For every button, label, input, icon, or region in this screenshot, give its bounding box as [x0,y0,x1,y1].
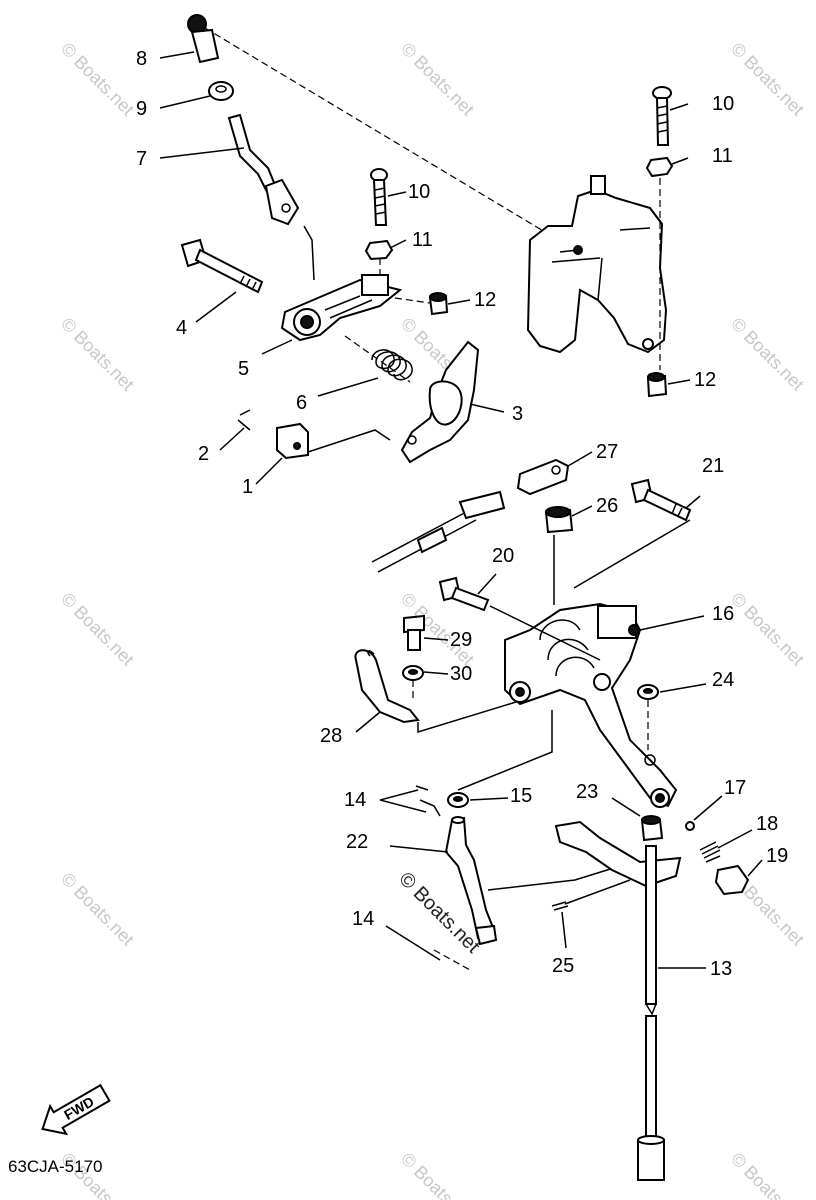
watermark-text: © Boats.net [727,589,808,670]
part-20-bolt [438,576,490,612]
watermark-text: © Boats.net [397,39,478,120]
part-1-block [276,422,309,460]
callout-9: 9 [136,98,147,120]
callout-17: 17 [724,777,746,799]
part-22-shift-lever [444,816,498,946]
callout-2: 2 [198,443,209,465]
leader-connector [307,429,391,453]
callout-21: 21 [702,455,724,477]
part-21-bolt [630,478,692,522]
part-26-collar [544,506,574,534]
callout-30: 30 [450,663,472,685]
callout-27: 27 [596,441,618,463]
callout-5: 5 [238,358,249,380]
callout-22: 22 [346,831,368,853]
callout-3: 3 [512,403,523,425]
part-10-screw [370,168,388,226]
part-12-collar [428,292,449,316]
leader-connector [303,225,315,281]
part-11-nut-right [645,156,674,178]
part-2-pin [237,409,251,431]
callout-29: 29 [450,629,472,651]
part-5-lever [280,274,403,342]
callout-26: 26 [596,495,618,517]
part-18-spring [699,841,721,863]
leader-connector [573,519,691,589]
part-15-washer [447,792,469,808]
watermark-text: © Boats.net [727,1149,808,1200]
part-30-washer [402,665,424,681]
part-25-pin [551,901,569,911]
part-3-throttle-cam [400,340,480,464]
callout-24: 24 [712,669,734,691]
part-12-collar-right [646,372,668,398]
callout-18: 18 [756,813,778,835]
leader-connector [489,605,601,661]
callout-20: 20 [492,545,514,567]
leader-lines [159,51,763,969]
fwd-arrow: FWD [41,1083,111,1136]
diagram-code: 63CJA-5170 [8,1157,103,1176]
part-10-screw-right [652,86,672,146]
part-19-plug [714,864,750,896]
leader-connector [564,879,631,905]
bracket-housing [526,175,668,354]
assembly-line [394,297,431,304]
callout-28: 28 [320,725,342,747]
assembly-line [204,27,546,233]
part-27-cable-joint [516,458,570,496]
callout-numbers: 8 9 7 10 11 12 4 5 6 3 2 1 10 11 12 27 2… [136,48,788,980]
callout-19: 19 [766,845,788,867]
watermark-text: © Boats.net [727,39,808,120]
part-8-cable-end [187,14,220,64]
assembly-line [433,949,471,971]
watermark-text: © Boats.net [57,39,138,120]
part-28-clip [354,649,420,724]
part-9-nut [208,81,234,101]
callout-25: 25 [552,955,574,977]
callout-11-right: 11 [712,145,733,167]
callout-16: 16 [712,603,734,625]
part-7-link-rod [227,113,300,226]
watermark-text: © Boats.net [57,589,138,670]
callout-12-right: 12 [694,369,716,391]
part-24-washer [637,684,659,700]
throttle-cable [371,490,506,573]
part-13-shift-rod [637,845,665,1181]
callout-8: 8 [136,48,147,70]
callout-14-lower: 14 [352,908,374,930]
background-watermarks: © Boats.net © Boats.net © Boats.net © Bo… [57,39,808,1200]
callout-13: 13 [710,958,732,980]
part-6-spring [371,349,413,381]
leader-connector [487,865,621,891]
part-14-pins [415,785,441,817]
watermark-text: © Boats.net [57,869,138,950]
callout-10: 10 [408,181,430,203]
callout-23: 23 [576,781,598,803]
part-16-main-bracket [504,602,678,808]
callout-7: 7 [136,148,147,170]
assembly-line [344,335,411,383]
leader-connector [457,710,553,791]
part-29-bolt [403,614,425,651]
leader-connector [417,689,556,734]
callout-6: 6 [296,392,307,414]
callout-15: 15 [510,785,532,807]
watermark-text: © Boats.net [397,1149,478,1200]
callout-4: 4 [176,317,187,339]
watermark-text: © Boats.net [57,314,138,395]
part-17-ball [685,821,695,831]
part-23-bushing [640,815,664,842]
part-11-nut [364,239,394,261]
callout-11: 11 [412,229,433,251]
callout-12: 12 [474,289,496,311]
callout-1: 1 [242,476,253,498]
part-4-bolt [180,238,264,294]
callout-14: 14 [344,789,366,811]
callout-10-right: 10 [712,93,734,115]
watermark-text: © Boats.net [727,314,808,395]
